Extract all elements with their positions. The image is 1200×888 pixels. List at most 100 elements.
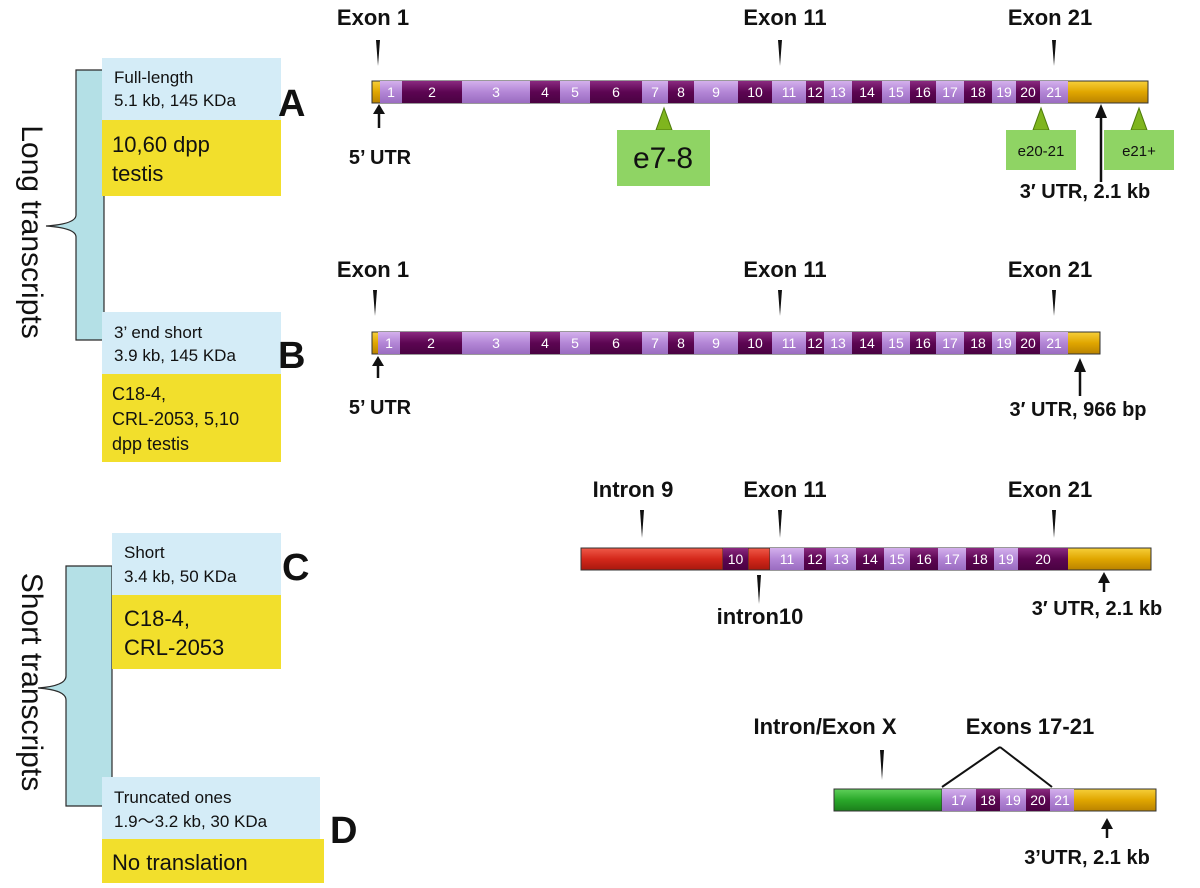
exon-label-11: 11 [782, 84, 797, 100]
letter-d: D [330, 810, 357, 852]
exon-label-3: 3 [492, 84, 500, 100]
c-intron10-marker: intron10 [717, 604, 804, 629]
exon-label-8: 8 [677, 335, 685, 351]
exon-segment-18 [964, 332, 992, 354]
a-exon1-marker: Exon 1 [337, 5, 409, 30]
exon-label-17: 17 [944, 551, 960, 567]
exon-label-7: 7 [651, 84, 659, 100]
a-exon11-tick [778, 40, 782, 66]
tissue-box-b [102, 374, 281, 462]
exon-segment-5 [560, 81, 590, 103]
exon-label-20: 20 [1020, 335, 1036, 351]
exon-label-16: 16 [915, 335, 931, 351]
exon-label-18: 18 [970, 84, 986, 100]
exon-label-15: 15 [888, 84, 904, 100]
tissue-a-line1: 10,60 dpp [112, 132, 210, 157]
exon-segment-11 [772, 332, 806, 354]
info-c-line2: 3.4 kb, 50 KDa [124, 567, 237, 586]
info-d-line2: 1.9〜3.2 kb, 30 KDa [114, 812, 268, 831]
exon-label-5: 5 [571, 84, 579, 100]
exon-segment-12 [804, 548, 826, 570]
tissue-b-line3: dpp testis [112, 434, 189, 454]
d-utr3-label: 3’UTR, 2.1 kb [1024, 847, 1150, 869]
exon-label-19: 19 [996, 84, 1012, 100]
exon-label-10: 10 [747, 335, 763, 351]
exon-segment-6 [590, 81, 642, 103]
exon-label-9: 9 [712, 84, 720, 100]
exon-segment-17 [936, 332, 964, 354]
exon-label-15: 15 [889, 551, 905, 567]
exon-segment-17 [936, 81, 964, 103]
tissue-c-line1: C18-4, [124, 606, 190, 631]
exon-segment-1 [378, 332, 400, 354]
exon-segment-8 [668, 332, 694, 354]
exon-label-19: 19 [998, 551, 1014, 567]
a-exon1-tick [376, 40, 380, 66]
exon-label-18: 18 [970, 335, 986, 351]
a-exon11-marker: Exon 11 [743, 5, 826, 30]
exon-segment-11 [770, 548, 804, 570]
exon-segment-14 [856, 548, 884, 570]
exon-label-8: 8 [677, 84, 685, 100]
info-box-d [102, 777, 320, 839]
exon-segment-17 [942, 789, 976, 811]
b-exon21-marker: Exon 21 [1008, 257, 1092, 282]
exon-label-11: 11 [782, 335, 797, 351]
tissue-box-d [102, 839, 324, 883]
exon-segment-9 [694, 332, 738, 354]
exon-segment-20 [1016, 332, 1040, 354]
transcript-c-labels: Intron 9 Exon 11 Exon 21 intron10 3′ UTR… [593, 477, 1163, 629]
letter-c: C [282, 547, 309, 589]
a-exon21-tick [1052, 40, 1056, 66]
exon-segment-15 [882, 81, 910, 103]
d-intron-exon-x-marker: Intron/Exon X [754, 714, 897, 739]
info-box-b [102, 312, 281, 374]
exon-label-14: 14 [859, 84, 875, 100]
exon-label-5: 5 [571, 335, 579, 351]
exon-segment-3 [462, 81, 530, 103]
exon-label-13: 13 [830, 84, 846, 100]
exon-segment-11 [772, 81, 806, 103]
exon-segment-6 [590, 332, 642, 354]
tissue-c-line2: CRL-2053 [124, 635, 224, 660]
exon-segment-2 [402, 81, 462, 103]
exon-segment-15 [882, 332, 910, 354]
exon-segment-18 [976, 789, 1000, 811]
exon-segment-19 [1000, 789, 1026, 811]
exon-segment-18 [964, 81, 992, 103]
exon-label-11: 11 [780, 551, 795, 567]
exon-segment-21 [1040, 332, 1068, 354]
tissue-b-line1: C18-4, [112, 384, 166, 404]
exon-segment-2 [400, 332, 462, 354]
exon-segment-12 [806, 81, 824, 103]
exon-segment-1 [380, 81, 402, 103]
info-b-line1: 3’ end short [114, 323, 202, 342]
info-box-c [112, 533, 281, 595]
exon-label-4: 4 [541, 84, 549, 100]
exon-segment-10 [738, 332, 772, 354]
exon-label-2: 2 [427, 335, 435, 351]
c-exon11-marker: Exon 11 [743, 477, 826, 502]
exon-segment-13 [826, 548, 856, 570]
exon-label-19: 19 [996, 335, 1012, 351]
info-c-line1: Short [124, 543, 165, 562]
exon-segment-4 [530, 81, 560, 103]
exon-label-16: 16 [916, 551, 932, 567]
exon-label-9: 9 [712, 335, 720, 351]
exon-segment-17 [938, 548, 966, 570]
d-exons-17-21-marker: Exons 17-21 [966, 714, 1094, 739]
probe-e20-21 [1006, 130, 1076, 170]
exon-label-16: 16 [915, 84, 931, 100]
exon-segment-16 [910, 81, 936, 103]
exon-segment-10 [738, 81, 772, 103]
info-a-line2: 5.1 kb, 145 KDa [114, 91, 236, 110]
probe-e7-8 [617, 130, 710, 186]
exon-segment-15 [884, 548, 910, 570]
exon-segment-14 [852, 332, 882, 354]
exon-label-21: 21 [1046, 84, 1062, 100]
a-utr3-label: 3′ UTR, 2.1 kb [1020, 181, 1150, 203]
info-d-line1: Truncated ones [114, 788, 232, 807]
